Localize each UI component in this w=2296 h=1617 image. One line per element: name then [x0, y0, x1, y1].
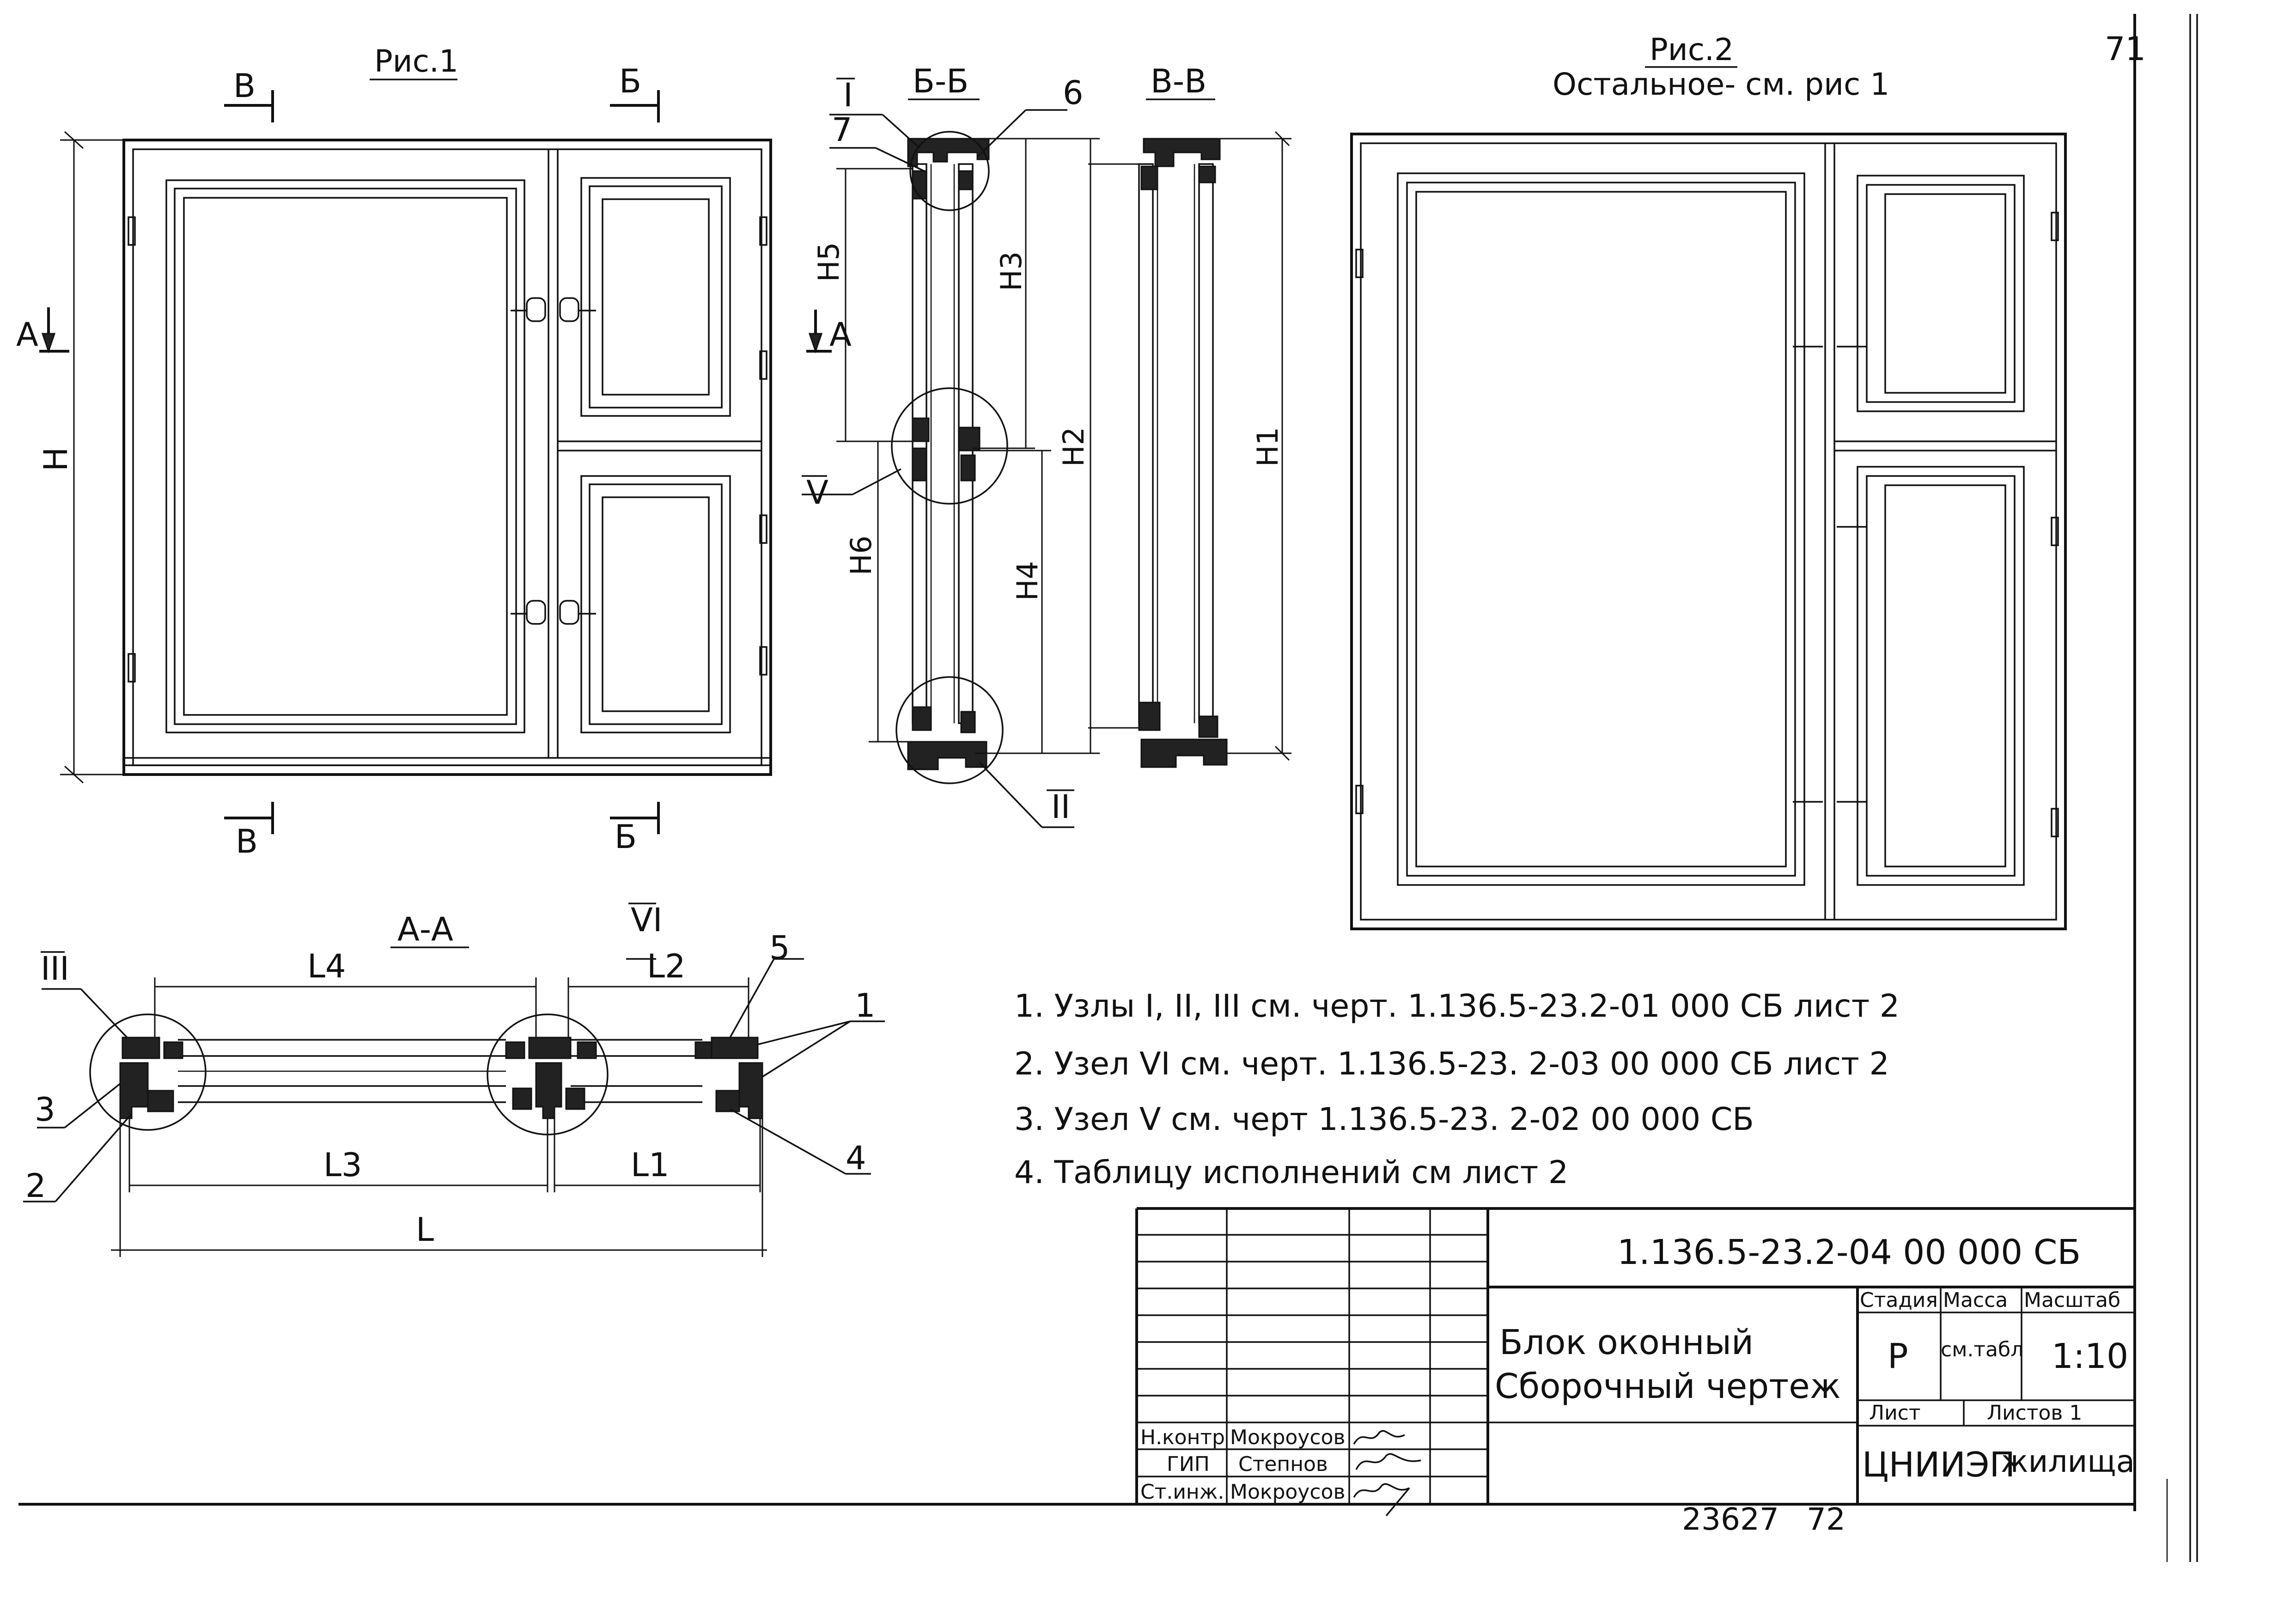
title-block-name-line1: Блок оконный	[1499, 1323, 1754, 1362]
section-aa-pos-3: 3	[35, 1091, 55, 1129]
signature-name-3: Мокроусов	[1230, 1480, 1345, 1504]
title-block-mass: см.табл	[1941, 1338, 2023, 1361]
signature-role-1: Н.контр	[1140, 1426, 1225, 1449]
section-bb-node-5: V	[806, 474, 828, 512]
title-block	[1135, 1207, 2135, 1504]
title-block-org-name: жилища	[2001, 1444, 2135, 1479]
section-bb-dim-h2: Н2	[1057, 427, 1090, 467]
fig1-cut-bb-bottom: Б	[615, 818, 637, 856]
section-bb-dim-h3: Н3	[994, 251, 1028, 291]
section-aa-dim-l4: L4	[307, 947, 346, 985]
section-aa-dim-l2: L2	[647, 947, 686, 985]
signature-role-2: ГИП	[1167, 1452, 1210, 1476]
section-aa-pos-4: 4	[846, 1139, 866, 1177]
signature-name-1: Мокроусов	[1230, 1426, 1345, 1449]
title-block-col-stage: Стадия	[1860, 1288, 1938, 1312]
section-vv-dim-h1: Н1	[1251, 427, 1285, 467]
title-block-col-scale: Масштаб	[2024, 1288, 2120, 1312]
notes-block: 1. Узлы I, II, III см. черт. 1.136.5-23.…	[1014, 988, 1900, 1191]
title-block-scale: 1:10	[2052, 1336, 2128, 1376]
title-block-sheet-label: Лист	[1869, 1401, 1921, 1425]
signature-name-2: Степнов	[1238, 1452, 1328, 1476]
sheet-number: 71	[2105, 30, 2146, 68]
title-block-name-line2: Сборочный чертеж	[1495, 1367, 1841, 1406]
section-aa-pos-2: 2	[25, 1167, 46, 1205]
fig1-window-elevation	[39, 90, 772, 834]
section-bb-dim-h5: Н5	[812, 242, 846, 282]
signature-role-3: Ст.инж.	[1140, 1480, 1224, 1504]
fig2-window-elevation	[1350, 133, 2067, 930]
title-block-stage: Р	[1888, 1336, 1908, 1376]
fig2-title: Рис.2	[1650, 32, 1734, 67]
note-2: 2. Узел VI см. черт. 1.136.5-23. 2-03 00…	[1014, 1046, 1889, 1082]
section-aa-pos-5: 5	[769, 929, 790, 967]
section-bb-pos-6: 6	[1063, 74, 1084, 112]
section-bb-cut-a: А	[829, 316, 852, 354]
section-aa-title: А-А	[397, 910, 453, 948]
fig1-cut-bb-top: Б	[619, 62, 641, 100]
title-block-doc-code: 1.136.5-23.2-04 00 000 СБ	[1617, 1233, 2081, 1272]
note-1: 1. Узлы I, II, III см. черт. 1.136.5-23.…	[1014, 988, 1900, 1025]
fig1-cut-b-bottom: В	[236, 823, 258, 860]
fig1-cut-a: А	[16, 316, 38, 354]
section-aa-pos-1: 1	[855, 987, 876, 1025]
section-vv-drawing	[1088, 131, 1291, 768]
section-bb-dim-h4: Н4	[1011, 561, 1044, 601]
section-aa-node-6: VI	[631, 901, 663, 939]
fig1-title: Рис.1	[374, 43, 458, 79]
section-aa-dim-l: L	[416, 1211, 434, 1249]
section-bb-node-2: II	[1051, 788, 1070, 826]
section-bb-title: Б-Б	[913, 62, 968, 100]
section-bb-pos-7: 7	[832, 111, 853, 149]
title-block-sheets-label: Листов 1	[1987, 1401, 2082, 1425]
fig1-dim-h: Н	[37, 447, 75, 471]
section-vv-title: В-В	[1151, 62, 1206, 100]
note-4: 4. Таблицу исполнений см лист 2	[1014, 1154, 1568, 1191]
section-aa-dim-l3: L3	[323, 1146, 362, 1184]
section-aa-dim-l1: L1	[631, 1146, 670, 1184]
fig2-subtitle: Остальное- см. рис 1	[1553, 67, 1889, 102]
title-block-col-mass: Масса	[1943, 1288, 2008, 1312]
section-bb-node-1: I	[843, 76, 853, 114]
sheet-frame	[18, 14, 2198, 1562]
note-3: 3. Узел V см. черт 1.136.5-23. 2-02 00 0…	[1014, 1101, 1754, 1138]
signature-scribbles	[1353, 1430, 1421, 1517]
section-aa-node-3: III	[41, 950, 69, 988]
page-number: 72	[1807, 1501, 1845, 1537]
section-bb-drawing	[802, 109, 1100, 828]
title-block-org-logo: ЦНИИЭП	[1862, 1445, 2015, 1485]
fig1-cut-b-top: В	[233, 67, 256, 105]
section-bb-dim-h6: Н6	[844, 536, 878, 575]
archive-number: 23627	[1682, 1501, 1779, 1537]
section-aa-drawing	[23, 958, 885, 1257]
